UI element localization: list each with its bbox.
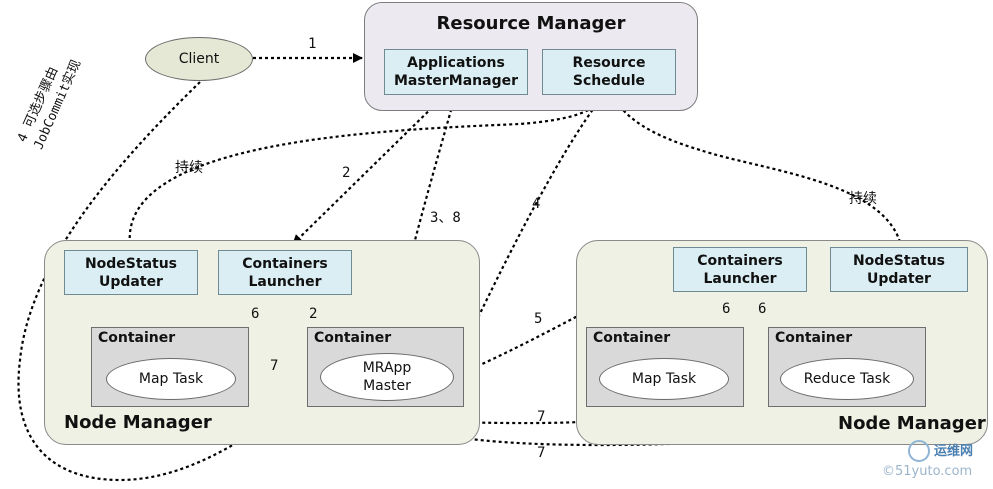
step-label-3-8: 3、8 [430,210,461,226]
container-title: Container [98,330,176,346]
continuous-label-right: 持续 [849,191,877,207]
step-label-2b: 2 [309,306,318,322]
arrow-heartbeat-right [612,95,902,243]
right-node-manager-title: Node Manager [838,413,986,434]
step-label-1: 1 [308,36,317,52]
watermark-domain: ©51yuto.com [882,464,973,479]
arrow-step-2 [292,94,446,245]
arrow-step-5 [454,268,673,378]
left-containers-launcher-box: Containers Launcher [218,250,352,295]
step-label-7c: 7 [537,445,546,461]
right-map-task: Map Task [599,358,729,400]
watermark: 运维网 ©51yuto.com [882,440,986,485]
step-label-6b: 6 [722,301,731,317]
arrow-heartbeat-left [128,95,605,245]
left-node-manager-title: Node Manager [64,412,212,433]
arrow-optional-jobcommit [17,81,319,482]
right-containers-launcher-box: Containers Launcher [673,247,807,292]
continuous-label-left: 持续 [175,160,203,176]
container-title: Container [775,330,853,346]
resource-schedule-box: Resource Schedule [542,49,676,95]
client-node: Client [145,37,253,81]
mrapp-master: MRApp Master [320,353,454,401]
container-title: Container [314,330,392,346]
watermark-logo-icon [908,440,930,462]
applications-master-manager-box: Applications MasterManager [384,49,528,95]
step-label-4: 4 [532,196,541,212]
resource-manager-title: Resource Manager [436,13,626,34]
left-map-task: Map Task [106,358,236,400]
step-label-6a: 6 [251,306,260,322]
step-label-7b: 7 [537,409,546,425]
watermark-text: 运维网 [934,444,974,459]
step-label-5: 5 [534,311,543,327]
step-label-6c: 6 [758,301,767,317]
left-nodestatus-updater-box: NodeStatus Updater [64,250,198,295]
step-label-7a: 7 [270,358,279,374]
reduce-task: Reduce Task [780,358,914,400]
step-label-2: 2 [342,165,351,181]
container-title: Container [593,330,671,346]
right-nodestatus-updater-box: NodeStatus Updater [830,247,968,292]
